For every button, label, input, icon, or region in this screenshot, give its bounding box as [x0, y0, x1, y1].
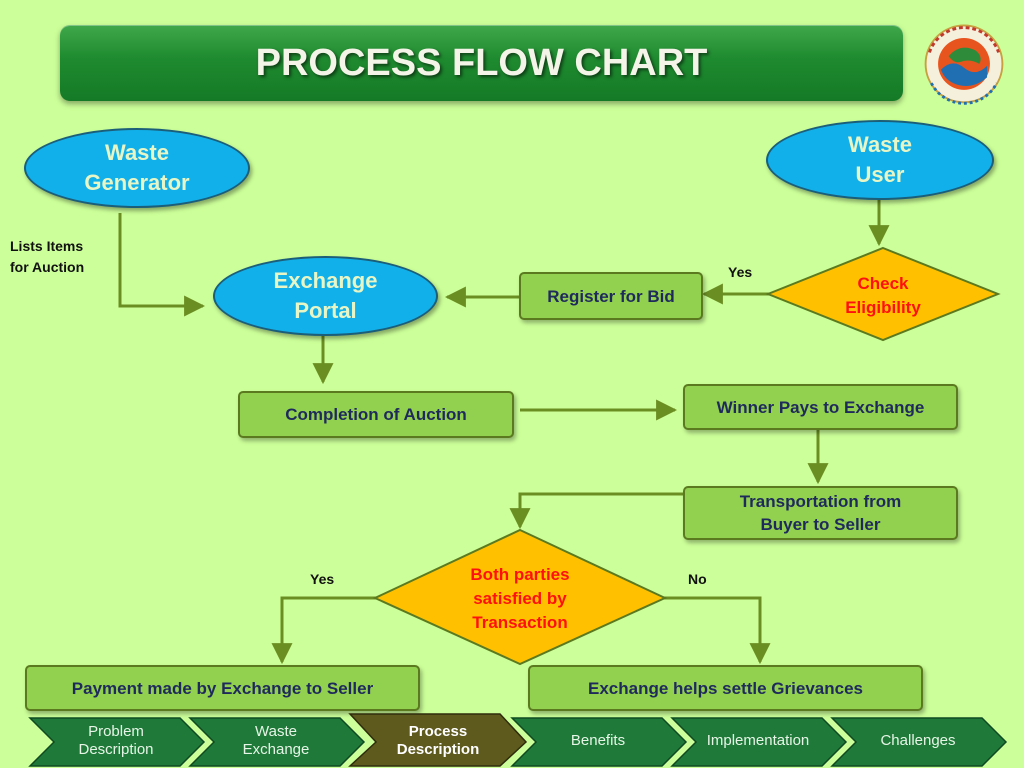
- page-title: PROCESS FLOW CHART: [255, 41, 708, 84]
- title-bar: PROCESS FLOW CHART: [60, 25, 903, 101]
- nav-chevron-5: [670, 717, 848, 767]
- completion-of-auction-node: Completion of Auction: [238, 391, 514, 438]
- nav-benefits[interactable]: Benefits: [570, 732, 626, 749]
- exchange-helps-node: Exchange helps settle Grievances: [528, 665, 923, 711]
- nav-chevron-3: [348, 713, 528, 767]
- arrow-decision-yes: [271, 596, 377, 665]
- nav-waste-exchange[interactable]: Waste Exchange: [242, 723, 310, 758]
- lists-items-label: Lists Items for Auction: [10, 238, 85, 275]
- exchange-portal-node: Exchange Portal: [213, 256, 438, 336]
- bottom-nav: Problem Description Waste Exchange Proce…: [0, 712, 1024, 768]
- yes-eligibility-label: Yes: [728, 264, 753, 280]
- nav-challenges[interactable]: Challenges: [880, 732, 956, 749]
- payment-made-node: Payment made by Exchange to Seller: [25, 665, 420, 711]
- ministry-emblem-icon: [924, 24, 1004, 105]
- arrow-generator-to-portal: [118, 213, 206, 317]
- no-satisfied-label: No: [688, 571, 707, 587]
- winner-pays-node: Winner Pays to Exchange: [683, 384, 958, 430]
- arrow-decision-no: [664, 596, 771, 665]
- register-for-bid-node: Register for Bid: [519, 272, 703, 320]
- waste-generator-node: Waste Generator: [24, 128, 250, 208]
- yes-satisfied-label: Yes: [310, 571, 335, 587]
- both-parties-label: Both parties satisfied by Transaction: [470, 565, 570, 632]
- nav-chevron-6: [830, 717, 1008, 767]
- nav-chevron-1: [28, 717, 206, 767]
- check-eligibility-label: Check Eligibility: [845, 274, 921, 317]
- transportation-node: Transportation from Buyer to Seller: [683, 486, 958, 540]
- waste-user-node: Waste User: [766, 120, 994, 200]
- nav-implementation[interactable]: Implementation: [706, 732, 810, 749]
- nav-chevron-2: [188, 717, 366, 767]
- nav-process-description[interactable]: Process Description: [396, 723, 480, 758]
- nav-chevron-4: [510, 717, 688, 767]
- nav-chevrons: [28, 713, 1008, 767]
- nav-problem-description[interactable]: Problem Description: [78, 723, 154, 758]
- arrow-transport-to-decision: [509, 492, 684, 530]
